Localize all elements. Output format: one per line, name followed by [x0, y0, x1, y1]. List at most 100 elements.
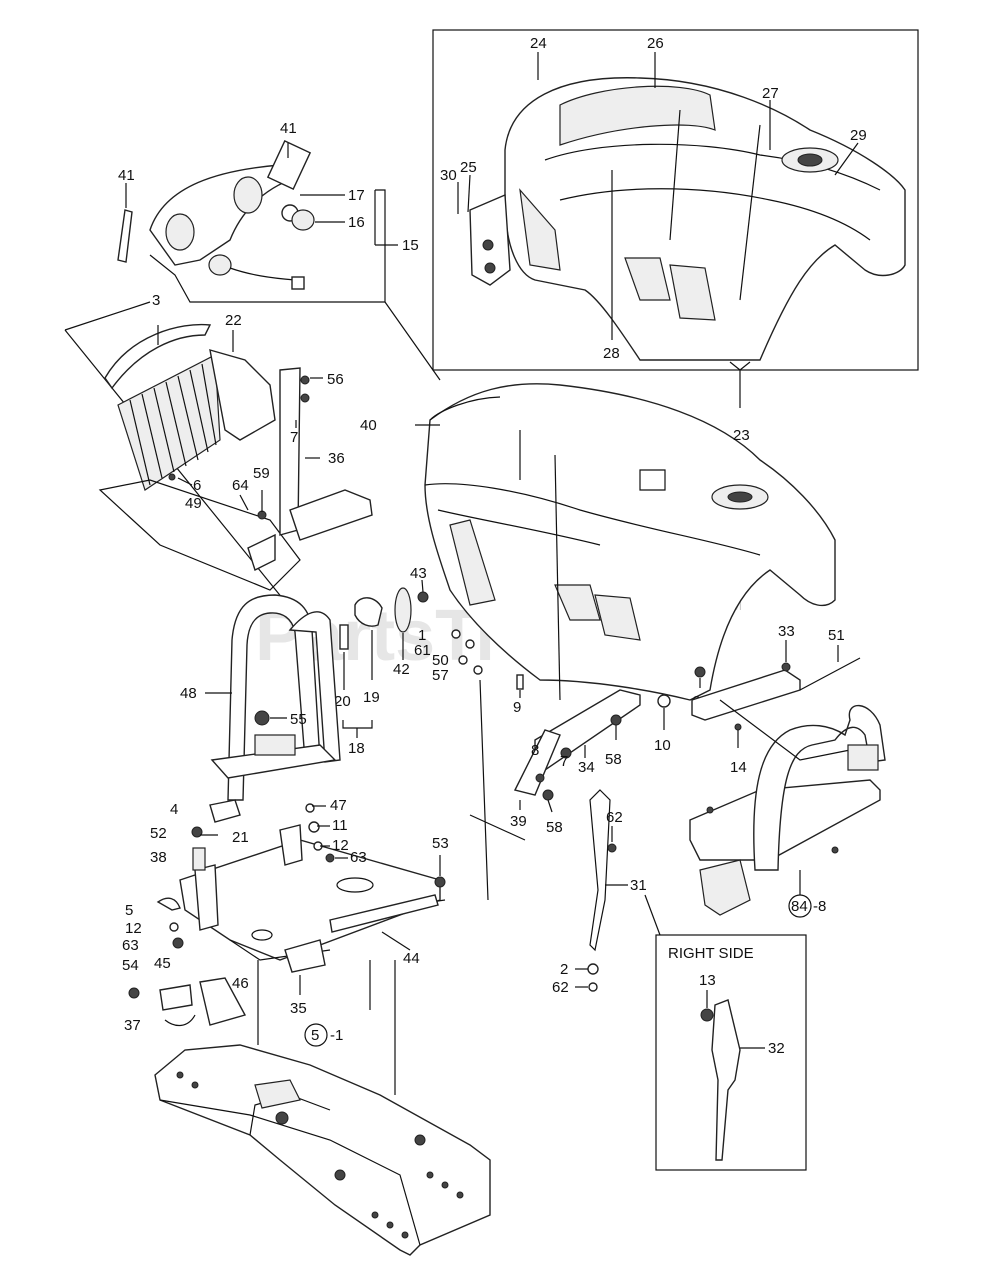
callout-58-lower: 58 [546, 819, 563, 836]
callout-58-upper: 58 [605, 751, 622, 768]
callout-63-upper: 63 [350, 849, 367, 866]
callout-2: 2 [560, 961, 568, 978]
part-45 [159, 984, 193, 1011]
callout-23: 23 [733, 427, 750, 444]
right-side-inset: RIGHT SIDE 13 32 [655, 934, 807, 1171]
callout-62-lower: 62 [552, 979, 569, 996]
callout-18: 18 [348, 740, 365, 757]
hood-vent-left [624, 257, 671, 301]
callout-47: 47 [330, 797, 347, 814]
hood-shell-23 [424, 383, 836, 701]
callout-11: 11 [332, 817, 348, 834]
callout-21: 21 [232, 829, 249, 846]
right-mid-hardware: 9 34 58 8 7 39 58 10 60 62 31 2 62 [469, 666, 709, 996]
callout-39: 39 [510, 813, 527, 830]
right-frame: 33 51 14 84 -8 [689, 623, 886, 918]
callout-25: 25 [460, 159, 477, 176]
lens-41 [266, 140, 312, 190]
callout-33: 33 [778, 623, 795, 640]
callout-24: 24 [530, 35, 547, 52]
headlight-inset: 41 41 17 16 15 [117, 120, 419, 303]
floor-plate [179, 839, 441, 961]
callout-27: 27 [762, 85, 779, 102]
callout-54: 54 [122, 957, 139, 974]
floor-pan: 4 47 52 21 11 12 38 63 53 5 12 63 44 54 … [122, 797, 449, 1034]
callout-43: 43 [410, 565, 427, 582]
callout-37: 37 [124, 1017, 141, 1034]
callout-31: 31 [630, 877, 647, 894]
callout-44: 44 [403, 950, 420, 967]
callout-19: 19 [363, 689, 380, 706]
callout-13: 13 [699, 972, 716, 989]
right-side-frame [655, 934, 807, 1171]
hood-vent-right [669, 264, 716, 321]
panel-31 [589, 789, 611, 952]
callout-36: 36 [328, 450, 345, 467]
part-5 [156, 897, 181, 911]
callout-15: 15 [402, 237, 419, 254]
part-4 [209, 799, 241, 823]
callout-49: 49 [185, 495, 202, 512]
callout-52: 52 [150, 825, 167, 842]
callout-20: 20 [334, 693, 351, 710]
callout-50: 50 [432, 652, 449, 669]
callout-59: 59 [253, 465, 270, 482]
grille-panel-22 [209, 349, 276, 441]
panel-32 [711, 999, 741, 1161]
callout-41-right: 41 [280, 120, 297, 137]
connector [291, 276, 305, 290]
callout-7-lower: 7 [560, 753, 568, 770]
callout-26: 26 [647, 35, 664, 52]
bracket-39 [513, 729, 561, 796]
callout-55: 55 [290, 711, 307, 728]
hood-inset: 24 26 27 29 30 25 28 [432, 29, 919, 371]
callout-61: 61 [414, 642, 431, 659]
callout-45: 45 [154, 955, 171, 972]
callout-53: 53 [432, 835, 449, 852]
callout-46: 46 [232, 975, 249, 992]
part-20 [339, 624, 349, 650]
callout-32: 32 [768, 1040, 785, 1057]
callout-40: 40 [360, 417, 377, 434]
callout-42: 42 [393, 661, 410, 678]
main-frame [154, 1044, 491, 1256]
callout-64: 64 [232, 477, 249, 494]
callout-6: 6 [193, 477, 201, 494]
callout-56: 56 [327, 371, 344, 388]
main-hood: 40 23 [360, 361, 836, 701]
callout-34: 34 [578, 759, 595, 776]
callout-5: 5 [125, 902, 133, 919]
rollbar-assembly: 48 55 [180, 594, 341, 801]
callout-4: 4 [170, 801, 178, 818]
callout-84-circled: 84 [791, 898, 808, 915]
callout-10: 10 [654, 737, 671, 754]
callout-16: 16 [348, 214, 365, 231]
hood-top-stripe [559, 85, 716, 146]
callout-41-left: 41 [118, 167, 135, 184]
frame-assembly: 5 -1 [154, 960, 491, 1256]
mid-hardware: 43 1 61 50 57 42 19 20 18 [334, 565, 483, 757]
part-35 [284, 939, 326, 973]
part-46 [199, 977, 247, 1026]
callout-63-lower: 63 [122, 937, 139, 954]
bulb-16 [291, 209, 315, 231]
callout-12-upper: 12 [332, 837, 349, 854]
callout-62-upper: 62 [606, 809, 623, 826]
callout-29: 29 [850, 127, 867, 144]
callout-22: 22 [225, 312, 242, 329]
callout-1: 1 [418, 627, 426, 644]
callout-35: 35 [290, 1000, 307, 1017]
callout-17: 17 [348, 187, 365, 204]
callout-57: 57 [432, 667, 449, 684]
callout-8: 8 [531, 742, 539, 759]
grille-mesh [117, 354, 221, 491]
callout-3: 3 [152, 292, 160, 309]
callout-5-suffix: -1 [330, 1027, 343, 1044]
callout-14: 14 [730, 759, 747, 776]
callout-7-upper: 7 [290, 429, 298, 446]
callout-9: 9 [513, 699, 521, 716]
callout-28: 28 [603, 345, 620, 362]
callout-12-lower: 12 [125, 920, 142, 937]
callout-30: 30 [440, 167, 457, 184]
